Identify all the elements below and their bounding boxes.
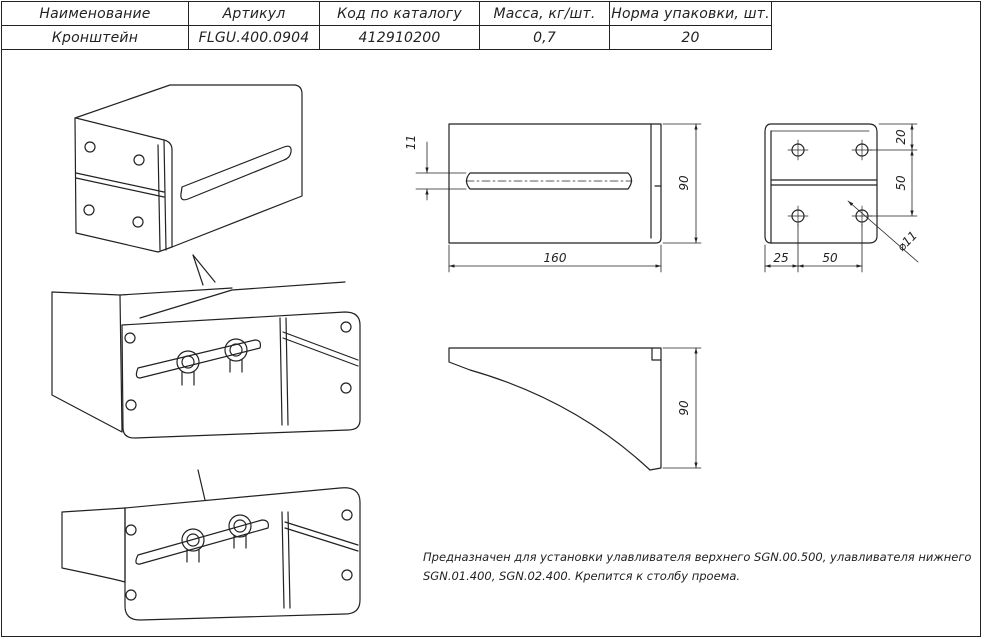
dim-side-top-offset: 20 [894,129,908,145]
spec-data-row: Кронштейн FLGU.400.0904 412910200 0,7 20 [1,25,772,50]
dim-side-spacing-v: 50 [894,175,908,191]
dim-profile-height: 90 [677,400,691,416]
header-article: Артикул [188,1,320,26]
cell-catalog-code: 412910200 [319,25,480,50]
cell-name: Кронштейн [1,25,189,50]
spec-table: Наименование Артикул Код по каталогу Мас… [1,1,772,50]
side-view [764,123,919,273]
spec-header-row: Наименование Артикул Код по каталогу Мас… [1,1,772,26]
dim-slot-width: 11 [404,135,418,150]
profile-view [448,347,702,471]
bracket-assembly-view-1 [51,254,361,439]
dim-side-spacing-h: 50 [822,251,838,265]
bracket-isometric-view [74,84,303,253]
cell-package: 20 [609,25,772,50]
bracket-assembly-view-2 [61,469,361,621]
dim-front-height: 90 [677,175,691,191]
cell-mass: 0,7 [479,25,610,50]
description-text: Предназначен для установки улавливателя … [423,550,972,583]
dim-side-left-offset: 25 [773,251,788,265]
front-view [415,123,702,273]
dim-front-length: 160 [544,251,567,265]
dim-hole-diameter: ⌀11 [894,228,920,254]
